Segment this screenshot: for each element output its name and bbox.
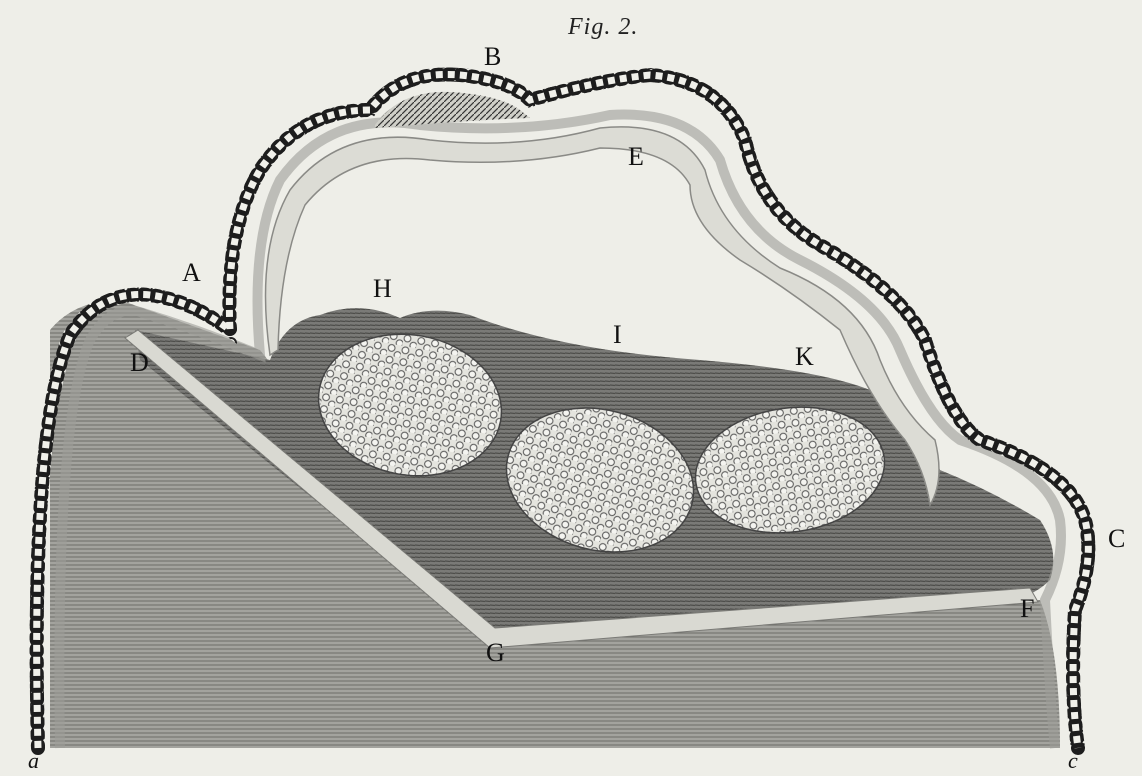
label-f: F xyxy=(1020,596,1034,622)
label-h: H xyxy=(373,276,392,302)
label-k: K xyxy=(795,344,814,370)
label-a-small: a xyxy=(28,750,39,772)
label-i: I xyxy=(613,322,622,348)
label-c: C xyxy=(1108,526,1125,552)
label-c-small: c xyxy=(1068,750,1078,772)
label-b: B xyxy=(484,44,501,70)
label-e: E xyxy=(628,144,644,170)
label-g: G xyxy=(486,640,505,666)
label-a: A xyxy=(182,260,201,286)
figure-title: Fig. 2. xyxy=(568,14,638,41)
label-d: D xyxy=(130,350,149,376)
